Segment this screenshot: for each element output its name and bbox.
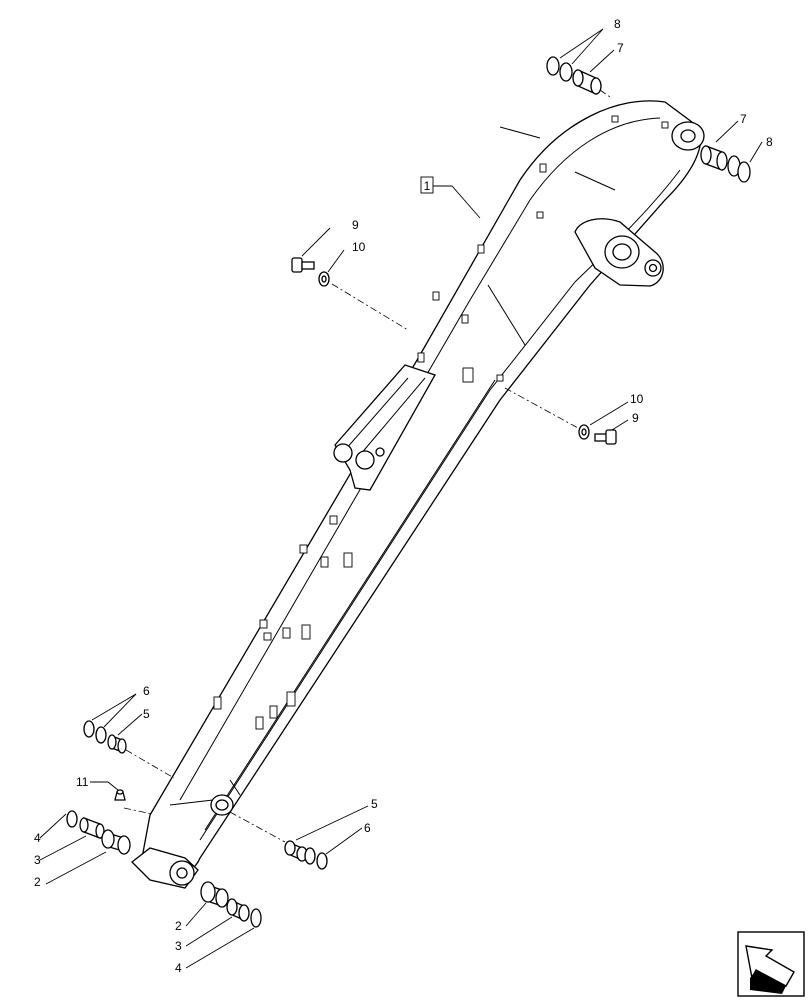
axis-lines (123, 89, 611, 843)
cylinder-mount[interactable] (574, 218, 664, 287)
bushing-right[interactable] (284, 840, 308, 862)
spacer-bottom-left[interactable] (79, 817, 105, 839)
navigation-arrow-icon[interactable] (737, 931, 805, 997)
label-ring-bottom-left: 4 (34, 831, 41, 845)
label-seal-right: 6 (364, 821, 371, 835)
seal-pair-top-left[interactable] (546, 56, 573, 82)
bottom-pivot[interactable] (131, 794, 234, 889)
callout-main-boom: 1 (420, 176, 434, 194)
top-pin-boss[interactable] (671, 121, 705, 151)
label-pin-bush-bottom-right: 2 (175, 919, 182, 933)
label-pin-bush-bottom-left: 2 (34, 875, 41, 889)
pin-bush-bottom-left[interactable] (101, 829, 131, 855)
arm-bracket[interactable] (333, 364, 436, 491)
label-ring-bottom-right: 4 (175, 961, 182, 975)
bolt-upper[interactable] (291, 257, 315, 273)
bushing-left[interactable] (107, 734, 127, 754)
boom-lugs (213, 115, 669, 730)
leader-lines (39, 28, 763, 969)
label-washer-lower: 10 (630, 392, 644, 406)
pin-bush-bottom-right[interactable] (200, 881, 229, 908)
label-bushing-top-left: 7 (617, 41, 624, 55)
label-spacer-bottom-right: 3 (175, 939, 182, 953)
washer-upper[interactable] (318, 271, 330, 287)
label-seal-left: 6 (143, 684, 150, 698)
label-seal-top-left: 8 (614, 17, 621, 31)
label-spacer-bottom-left: 3 (34, 853, 41, 867)
spacer-bottom-right[interactable] (226, 898, 250, 922)
label-bushing-left: 5 (143, 707, 150, 721)
bolt-lower[interactable] (594, 429, 617, 445)
boom-arm[interactable] (141, 100, 702, 877)
label-seal-top-right: 8 (766, 135, 773, 149)
svg-text:1: 1 (424, 179, 431, 193)
seal-pair-right[interactable] (304, 847, 328, 870)
label-bushing-top-right: 7 (740, 112, 747, 126)
washer-lower[interactable] (578, 424, 590, 440)
grease-fitting[interactable] (114, 789, 126, 801)
label-grease-fitting: 11 (76, 775, 89, 789)
bushing-top-left[interactable] (572, 68, 602, 96)
seal-pair-top-right[interactable] (727, 155, 751, 183)
label-bolt-lower: 9 (632, 411, 639, 425)
bushing-top-right[interactable] (700, 145, 728, 171)
label-bolt-upper: 9 (352, 218, 359, 232)
seal-pair-left[interactable] (83, 720, 107, 744)
ring-bottom-left[interactable] (66, 810, 78, 828)
ring-bottom-right[interactable] (250, 908, 262, 928)
label-bushing-right: 5 (371, 797, 378, 811)
label-washer-upper: 10 (352, 240, 366, 254)
